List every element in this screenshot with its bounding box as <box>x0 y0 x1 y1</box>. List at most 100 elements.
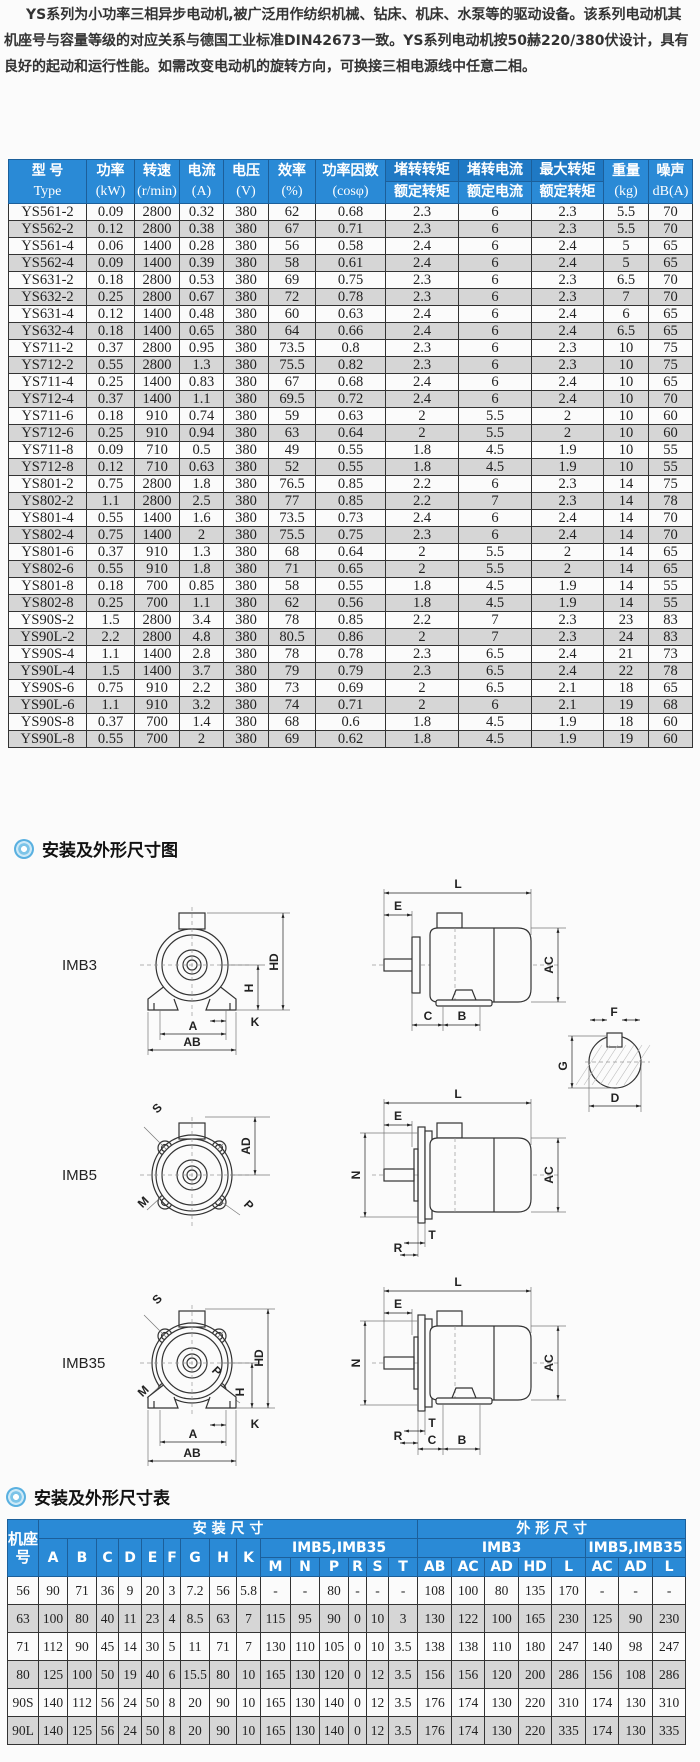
type-cell: YS562-4 <box>8 254 87 272</box>
value-cell: 60 <box>268 305 316 323</box>
dimension-label-e: E <box>394 1109 402 1123</box>
value-cell: 138 <box>451 1632 486 1661</box>
value-cell: 0.71 <box>315 220 386 238</box>
value-cell: 40 <box>96 1604 119 1633</box>
value-cell: 70 <box>648 390 693 408</box>
value-cell: 120 <box>319 1660 349 1689</box>
value-cell: 0.78 <box>315 288 386 306</box>
value-cell: 59 <box>268 407 316 425</box>
value-cell: 75 <box>648 356 693 374</box>
column-header: AD <box>484 1557 520 1577</box>
column-header-top: 堵转电流 <box>458 159 532 182</box>
value-cell: 310 <box>652 1688 687 1717</box>
column-header: 功率(kW) <box>86 159 135 204</box>
value-cell: 1400 <box>134 662 180 680</box>
value-cell: 15.5 <box>180 1660 210 1689</box>
end-shield <box>411 936 421 994</box>
value-cell: 80 <box>484 1576 520 1605</box>
value-cell: 165 <box>260 1660 291 1689</box>
value-cell: 2.4 <box>531 645 604 663</box>
column-header-zh: 重量 <box>612 163 640 179</box>
value-cell: 2 <box>385 424 459 442</box>
dimension-label-l: L <box>454 877 461 891</box>
column-header: 功率因数(cosφ) <box>315 159 386 204</box>
column-header-zh: 转速 <box>143 163 171 179</box>
mount-label-imb5: IMB5 <box>62 1167 97 1184</box>
value-cell: 1400 <box>134 509 180 527</box>
value-cell: 380 <box>223 628 269 646</box>
value-cell: 174 <box>451 1688 486 1717</box>
column-header: 效率(%) <box>268 159 316 204</box>
value-cell: 72 <box>268 288 316 306</box>
column-header-zh: 功率 <box>96 163 125 179</box>
swirl-icon <box>14 838 34 859</box>
column-header: 重量(kg) <box>603 159 649 204</box>
type-cell: YS802-4 <box>8 526 87 544</box>
type-cell: YS90S-8 <box>8 713 87 731</box>
value-cell: 1.8 <box>385 441 459 459</box>
frame-cell: 63 <box>7 1604 39 1633</box>
value-cell: 0.12 <box>86 458 135 476</box>
drawing-line <box>583 1044 611 1086</box>
value-cell: - <box>348 1576 367 1605</box>
value-cell: 380 <box>223 509 269 527</box>
value-cell: 3.5 <box>387 1716 419 1745</box>
value-cell: 2.4 <box>385 254 459 272</box>
value-cell: 2.4 <box>385 373 459 391</box>
value-cell: 20 <box>180 1716 210 1745</box>
value-cell: 6.5 <box>458 645 532 663</box>
value-cell: 65 <box>648 305 693 323</box>
value-cell: 2 <box>385 560 459 578</box>
value-cell: 69 <box>268 271 316 289</box>
value-cell: 22 <box>603 662 649 680</box>
value-cell: 67 <box>268 373 316 391</box>
value-cell: 0.75 <box>315 526 386 544</box>
value-cell: 64 <box>268 322 316 340</box>
value-cell: 7 <box>458 492 532 510</box>
value-cell: 2.4 <box>385 237 459 255</box>
dimension-label-n: N <box>349 1359 363 1368</box>
value-cell: 380 <box>223 339 269 357</box>
value-cell: 0.55 <box>86 730 135 748</box>
value-cell: 70 <box>648 220 693 238</box>
type-cell: YS90L-6 <box>8 696 87 714</box>
value-cell: 0.09 <box>86 254 135 272</box>
value-cell: 20 <box>180 1688 210 1717</box>
value-cell: 910 <box>134 696 180 714</box>
value-cell: 14 <box>603 577 649 595</box>
flange <box>417 1314 426 1412</box>
frame-cell: 71 <box>7 1632 39 1661</box>
column-header-bottom: 额定电流 <box>458 181 532 204</box>
value-cell: 0.48 <box>179 305 224 323</box>
value-cell: 1.9 <box>531 594 604 612</box>
value-cell: 0 <box>348 1688 367 1717</box>
value-cell: 7 <box>458 611 532 629</box>
value-cell: 73 <box>648 645 693 663</box>
drawing-line <box>607 1044 635 1086</box>
value-cell: 60 <box>648 424 693 442</box>
dimension-label-hd: HD <box>267 953 281 971</box>
intro-paragraph: YS系列为小功率三相异步电动机,被广泛用作纺织机械、钻床、机床、水泵等的驱动设备… <box>4 7 689 75</box>
value-cell: 49 <box>268 441 316 459</box>
value-cell: 10 <box>366 1632 389 1661</box>
value-cell: 6 <box>458 220 532 238</box>
value-cell: 910 <box>134 560 180 578</box>
value-cell: 80.5 <box>268 628 316 646</box>
value-cell: 700 <box>134 713 180 731</box>
value-cell: 286 <box>551 1660 587 1689</box>
value-cell: 50 <box>141 1716 164 1745</box>
value-cell: 165 <box>518 1604 553 1633</box>
value-cell: 1.8 <box>179 560 224 578</box>
value-cell: 73.5 <box>268 509 316 527</box>
value-cell: 8.5 <box>180 1604 210 1633</box>
shaft-key <box>606 1032 623 1048</box>
value-cell: 130 <box>618 1688 654 1717</box>
value-cell: 60 <box>648 713 693 731</box>
value-cell: 0.18 <box>86 407 135 425</box>
column-header: HD <box>518 1557 553 1577</box>
value-cell: 6 <box>458 475 532 493</box>
